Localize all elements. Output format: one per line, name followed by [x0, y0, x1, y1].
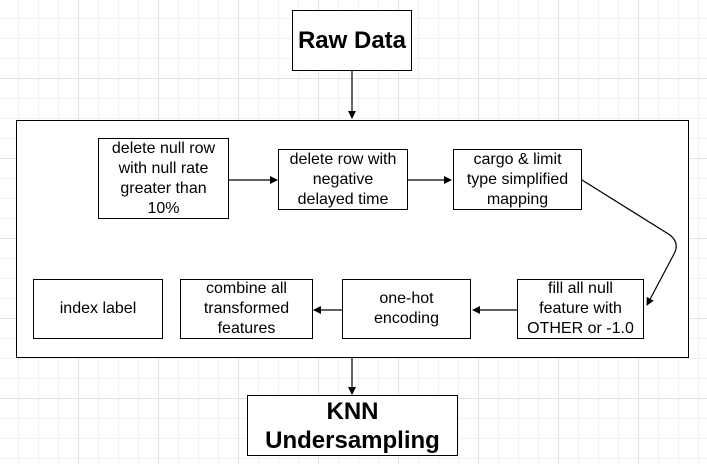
index-label-node: index label: [33, 279, 163, 339]
fill-null-node: fill all null feature with OTHER or -1.0: [517, 279, 644, 339]
delete-null-row-node: delete null row with null rate greater t…: [98, 138, 229, 219]
cargo-limit-mapping-node: cargo & limit type simplified mapping: [453, 149, 582, 210]
one-hot-encoding-node: one-hot encoding: [342, 279, 471, 339]
combine-features-node: combine all transformed features: [180, 279, 313, 339]
knn-undersampling-node: KNN Undersampling: [247, 395, 458, 456]
raw-data-node: Raw Data: [292, 10, 412, 71]
delete-negative-delay-node: delete row with negative delayed time: [278, 149, 408, 210]
